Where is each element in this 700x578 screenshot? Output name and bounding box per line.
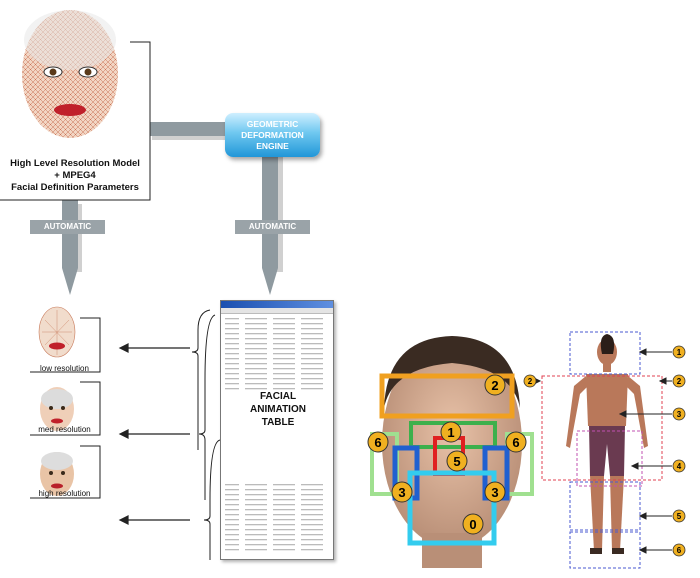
table-title-line2: ANIMATION <box>250 404 306 415</box>
model-caption-line2: + MPEG4 <box>54 170 96 181</box>
model-caption: High Level Resolution Model + MPEG4 Faci… <box>0 158 150 194</box>
table-title-line1: FACIAL <box>259 391 297 402</box>
body-marker-2-right-label: 2 <box>677 377 682 386</box>
body-marker-5-label: 5 <box>677 512 682 521</box>
region-cheek-right <box>482 445 510 501</box>
low-resolution-head <box>38 306 76 358</box>
geometric-deformation-engine: GEOMETRIC DEFORMATION ENGINE <box>225 113 320 157</box>
region-forehead <box>379 373 515 419</box>
facial-animation-table-title: FACIAL ANIMATION TABLE <box>228 390 328 429</box>
connector-model-engine <box>150 122 230 136</box>
table-window-titlebar <box>221 301 333 308</box>
face-marker-3-left: 3 <box>391 481 413 503</box>
automatic-label-right: AUTOMATIC <box>248 222 297 231</box>
face-regions-figure: 2 1 6 6 5 3 3 0 <box>367 336 534 568</box>
body-marker-1-label: 1 <box>677 348 682 357</box>
body-marker-6-label: 6 <box>677 546 682 555</box>
flow-connectors <box>0 41 310 560</box>
face-marker-1-label: 1 <box>447 425 454 440</box>
face-marker-3-right: 3 <box>484 481 506 503</box>
high-resolution-label: high resolution <box>38 489 91 498</box>
body-marker-6: 6 <box>672 543 686 557</box>
high-resolution-head-model <box>22 10 118 138</box>
face-marker-6-right: 6 <box>505 431 527 453</box>
engine-line3: ENGINE <box>256 140 289 151</box>
med-resolution-label: med resolution <box>38 425 91 434</box>
body-region-feet <box>569 531 641 569</box>
face-marker-2-label: 2 <box>491 378 498 393</box>
med-resolution-head <box>40 387 74 431</box>
high-resolution-head <box>40 452 74 496</box>
body-marker-3-label: 3 <box>677 410 682 419</box>
region-mouth-jaw <box>407 470 497 546</box>
face-marker-5: 5 <box>446 450 468 472</box>
face-marker-0-label: 0 <box>469 517 476 532</box>
engine-line2: DEFORMATION <box>241 129 304 140</box>
model-caption-line1: High Level Resolution Model <box>10 158 140 169</box>
facial-animation-table-window <box>220 300 334 560</box>
body-marker-3: 3 <box>672 407 686 421</box>
arrow-engine-down <box>262 268 278 295</box>
automatic-label-left: AUTOMATIC <box>43 222 92 231</box>
body-marker-4-label: 4 <box>677 462 682 471</box>
table-title-line3: TABLE <box>261 417 295 428</box>
body-marker-2-left: 2 <box>523 374 537 388</box>
face-marker-6-right-label: 6 <box>512 435 519 450</box>
body-marker-2-right: 2 <box>672 374 686 388</box>
arrow-model-down <box>62 268 78 295</box>
low-resolution-label: low resolution <box>40 364 89 373</box>
connector-engine-down <box>262 150 278 268</box>
table-number-rows <box>225 318 323 551</box>
body-region-head <box>569 331 641 375</box>
body-marker-4: 4 <box>672 459 686 473</box>
body-marker-1: 1 <box>672 345 686 359</box>
face-marker-6-left: 6 <box>367 431 389 453</box>
engine-line1: GEOMETRIC <box>246 118 299 129</box>
body-region-legs <box>569 481 641 531</box>
body-marker-2-left-label: 2 <box>528 377 533 386</box>
face-marker-1: 1 <box>440 421 462 443</box>
body-region-pelvis <box>576 430 643 487</box>
face-marker-2: 2 <box>484 374 506 396</box>
body-regions-figure: 1 2 2 3 4 5 6 <box>523 331 686 569</box>
hair <box>384 336 520 408</box>
face-marker-6-left-label: 6 <box>374 435 381 450</box>
face-marker-0: 0 <box>462 513 484 535</box>
body-photo <box>566 334 648 554</box>
face-marker-3-left-label: 3 <box>398 485 405 500</box>
body-marker-5: 5 <box>672 509 686 523</box>
body-region-torso-arms <box>541 375 663 481</box>
face-marker-3-right-label: 3 <box>491 485 498 500</box>
table-window-menubar <box>221 308 333 314</box>
model-caption-line3: Facial Definition Parameters <box>11 182 139 193</box>
face-marker-5-label: 5 <box>453 454 460 469</box>
